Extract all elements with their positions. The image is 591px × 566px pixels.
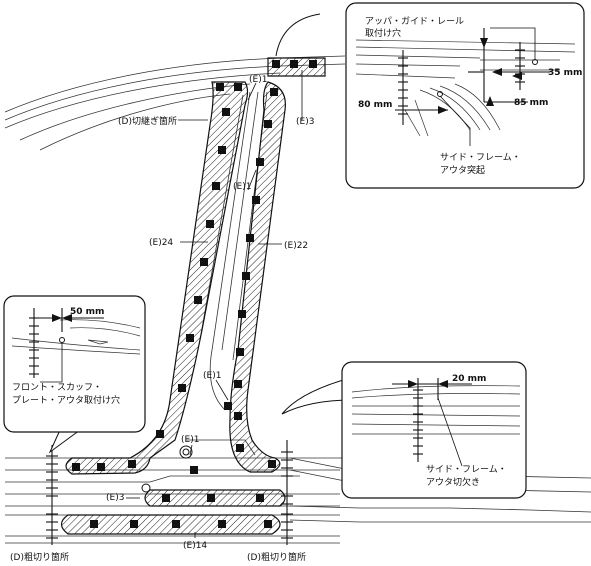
callout-right-note-2: アウタ切欠き	[426, 476, 480, 488]
callout-left-note-1: フロント・スカッフ・	[12, 382, 102, 393]
label-e1-bottom: (E)1	[181, 435, 199, 445]
hole-feature	[179, 445, 193, 459]
label-e14: (E)14	[183, 541, 207, 551]
label-rough-cut-right: (D)粗切り箇所	[247, 551, 306, 563]
cut-area-e24	[65, 81, 249, 475]
dim-35mm: 35 mm	[548, 68, 582, 78]
callout-right	[281, 361, 527, 499]
label-e3-bottom: (E)3	[106, 493, 124, 503]
callout-top-title-1: アッパ・ガイド・レール	[365, 16, 464, 27]
label-e22: (E)22	[284, 241, 308, 251]
label-e1-low: (E)1	[203, 371, 221, 381]
dim-20mm: 20 mm	[452, 374, 486, 384]
callout-left-note-2: プレート・アウタ取付け穴	[12, 394, 120, 406]
cut-area-e14	[60, 514, 281, 535]
spot-welds	[72, 60, 317, 528]
callout-left	[3, 295, 146, 454]
leader-lines	[126, 70, 303, 538]
dim-85mm: 85 mm	[514, 98, 548, 108]
rough-cut-marker-right	[281, 440, 293, 545]
dim-80mm: 80 mm	[358, 100, 392, 110]
sill-lines	[5, 457, 591, 544]
callout-top-right	[275, 2, 585, 189]
label-e3-top: (E)3	[296, 117, 314, 127]
label-e24: (E)24	[149, 238, 173, 248]
callout-top-note-2: アウタ突起	[440, 164, 485, 176]
label-rough-cut-left: (D)粗切り箇所	[10, 551, 69, 563]
callout-right-note-1: サイド・フレーム・	[426, 464, 507, 475]
rough-cut-marker-left	[46, 445, 58, 545]
roof-lines	[4, 55, 346, 151]
callout-top-title-2: 取付け穴	[365, 27, 401, 39]
dim-50mm: 50 mm	[70, 307, 104, 317]
label-e1-top: (E)1	[249, 75, 267, 85]
label-notch: (D)切継ぎ箇所	[118, 115, 177, 127]
label-e1-mid: (E)1	[233, 182, 251, 192]
callout-top-note-1: サイド・フレーム・	[440, 152, 521, 163]
